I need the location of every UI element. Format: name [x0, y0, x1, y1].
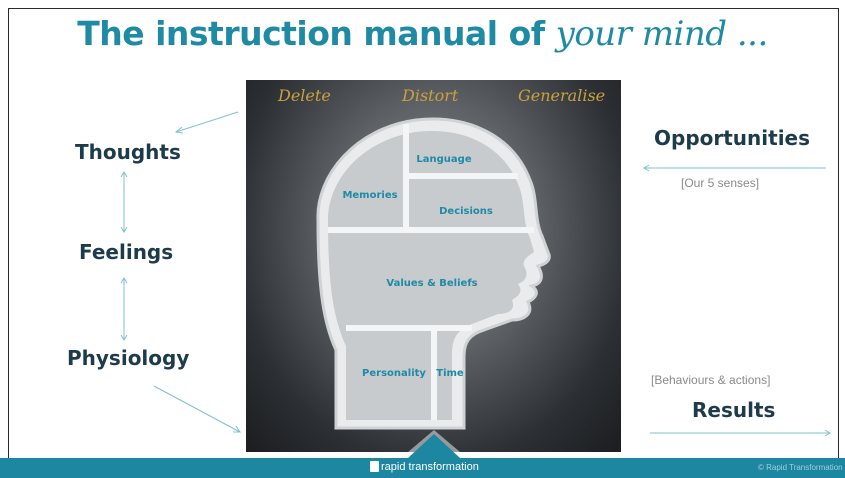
shelf-language: Language — [416, 154, 471, 165]
title-main: The instruction manual of — [77, 14, 556, 53]
footer-bar: rapid transformation © Rapid Transformat… — [0, 458, 845, 478]
label-senses: [Our 5 senses] — [681, 176, 760, 190]
filter-generalise: Generalise — [518, 86, 606, 105]
head-inner — [328, 131, 534, 420]
slide-title: The instruction manual of your mind ... — [0, 14, 845, 54]
logo-mark-icon — [370, 461, 379, 472]
shelf-memories: Memories — [342, 190, 397, 201]
head-shelf-drawing: Memories Language Decisions Values & Bel… — [316, 117, 551, 452]
label-thoughts: Thoughts — [75, 140, 181, 164]
filter-delete: Delete — [278, 86, 331, 105]
label-results: Results — [692, 398, 776, 422]
footer-copyright: © Rapid Transformation — [758, 463, 843, 472]
filter-distort: Distort — [402, 86, 459, 105]
shelf-personality: Personality — [362, 368, 426, 379]
label-physiology: Physiology — [67, 346, 190, 370]
head-shelf-image: Delete Distort Generalise Memories Langu… — [246, 80, 621, 452]
arrow-image-to-thoughts — [175, 111, 239, 133]
footer-triangle — [408, 434, 460, 458]
label-opportunities: Opportunities — [654, 126, 811, 150]
label-feelings: Feelings — [79, 240, 174, 264]
shelf-values: Values & Beliefs — [386, 278, 477, 289]
label-behaviours: [Behaviours & actions] — [651, 373, 771, 387]
title-emphasis: your mind ... — [555, 14, 769, 54]
footer-logo: rapid transformation — [370, 461, 479, 473]
shelf-decisions: Decisions — [439, 206, 493, 217]
footer-logo-text: rapid transformation — [381, 461, 479, 473]
shelf-time: Time — [436, 368, 464, 379]
arrow-physiology-to-image — [153, 385, 241, 433]
